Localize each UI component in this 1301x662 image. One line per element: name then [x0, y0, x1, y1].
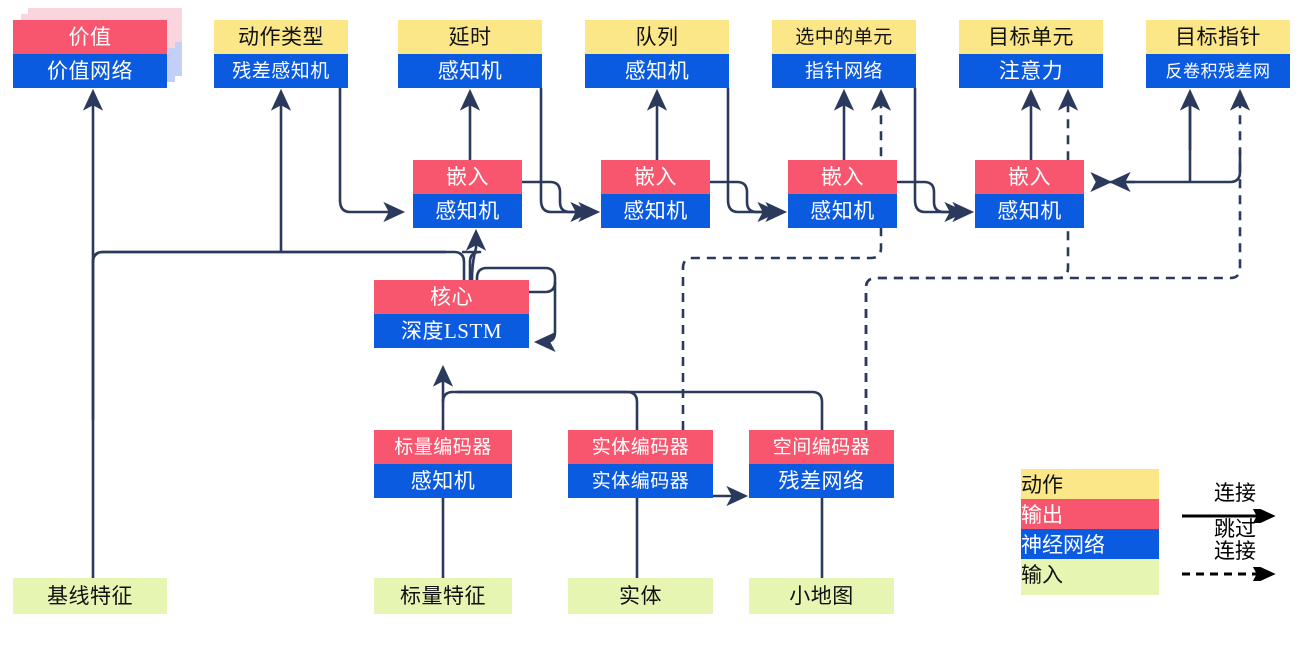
node-spatial-encoder-network: 残差网络: [749, 464, 894, 498]
node-scalar-features[interactable]: 标量特征: [374, 578, 512, 614]
node-delay-action: 延时: [398, 20, 542, 54]
node-embed-1[interactable]: 嵌入 感知机: [413, 160, 522, 228]
node-target-point[interactable]: 目标指针 反卷积残差网: [1146, 20, 1290, 88]
node-scalar-encoder[interactable]: 标量编码器 感知机: [374, 430, 512, 498]
node-spatial-encoder-output: 空间编码器: [749, 430, 894, 464]
node-selected-units[interactable]: 选中的单元 指针网络: [772, 20, 916, 88]
node-entities-label: 实体: [568, 578, 713, 614]
node-scalar-encoder-network: 感知机: [374, 464, 512, 498]
node-embed-2[interactable]: 嵌入 感知机: [601, 160, 710, 228]
node-action-type[interactable]: 动作类型 残差感知机: [214, 20, 348, 88]
node-selected-units-network: 指针网络: [772, 54, 916, 88]
node-minimap[interactable]: 小地图: [749, 578, 894, 614]
node-scalar-features-label: 标量特征: [374, 578, 512, 614]
legend-swatch-action: 动作: [1021, 469, 1159, 499]
node-baseline-features[interactable]: 基线特征: [13, 578, 167, 614]
legend-swatch-output: 输出: [1021, 499, 1159, 529]
node-core[interactable]: 核心 深度LSTM: [374, 280, 529, 348]
node-spatial-encoder[interactable]: 空间编码器 残差网络: [749, 430, 894, 498]
node-value-network: 价值网络: [13, 54, 167, 88]
legend-swatch-network: 神经网络: [1021, 529, 1159, 559]
node-embed-4-output: 嵌入: [975, 160, 1084, 194]
node-embed-3[interactable]: 嵌入 感知机: [788, 160, 897, 228]
legend-skip-label-line1: 跳过: [1214, 517, 1256, 542]
node-value-output: 价值: [13, 20, 167, 54]
node-entity-encoder-output: 实体编码器: [568, 430, 713, 464]
node-core-output: 核心: [374, 280, 529, 314]
node-target-unit-action: 目标单元: [959, 20, 1103, 54]
legend-swatch-input: 输入: [1021, 559, 1159, 595]
node-entity-encoder-network: 实体编码器: [568, 464, 713, 498]
legend-swatches: 动作 输出 神经网络 输入: [1021, 469, 1159, 595]
legend-connection-arrow: [1180, 504, 1290, 528]
node-embed-3-output: 嵌入: [788, 160, 897, 194]
node-queue-action: 队列: [585, 20, 729, 54]
node-embed-2-network: 感知机: [601, 194, 710, 228]
node-entity-encoder[interactable]: 实体编码器 实体编码器: [568, 430, 713, 498]
node-embed-1-output: 嵌入: [413, 160, 522, 194]
node-embed-1-network: 感知机: [413, 194, 522, 228]
node-value[interactable]: 价值 价值网络: [13, 20, 167, 88]
node-delay[interactable]: 延时 感知机: [398, 20, 542, 88]
node-target-point-action: 目标指针: [1146, 20, 1290, 54]
node-action-type-network: 残差感知机: [214, 54, 348, 88]
legend-connection-label: 连接: [1214, 481, 1256, 505]
node-core-network: 深度LSTM: [374, 314, 529, 348]
node-action-type-action: 动作类型: [214, 20, 348, 54]
node-embed-4[interactable]: 嵌入 感知机: [975, 160, 1084, 228]
node-embed-4-network: 感知机: [975, 194, 1084, 228]
node-entities[interactable]: 实体: [568, 578, 713, 614]
node-target-unit-network: 注意力: [959, 54, 1103, 88]
legend-skip-arrow: [1180, 562, 1290, 586]
node-embed-3-network: 感知机: [788, 194, 897, 228]
node-target-unit[interactable]: 目标单元 注意力: [959, 20, 1103, 88]
node-embed-2-output: 嵌入: [601, 160, 710, 194]
legend-arrows: 连接 跳过 连接: [1180, 481, 1290, 586]
node-baseline-features-label: 基线特征: [13, 578, 167, 614]
legend-skip-label-line2: 连接: [1214, 539, 1256, 564]
node-minimap-label: 小地图: [749, 578, 894, 614]
node-target-point-network: 反卷积残差网: [1146, 54, 1290, 88]
node-scalar-encoder-output: 标量编码器: [374, 430, 512, 464]
node-selected-units-action: 选中的单元: [772, 20, 916, 54]
node-queue[interactable]: 队列 感知机: [585, 20, 729, 88]
node-delay-network: 感知机: [398, 54, 542, 88]
node-queue-network: 感知机: [585, 54, 729, 88]
